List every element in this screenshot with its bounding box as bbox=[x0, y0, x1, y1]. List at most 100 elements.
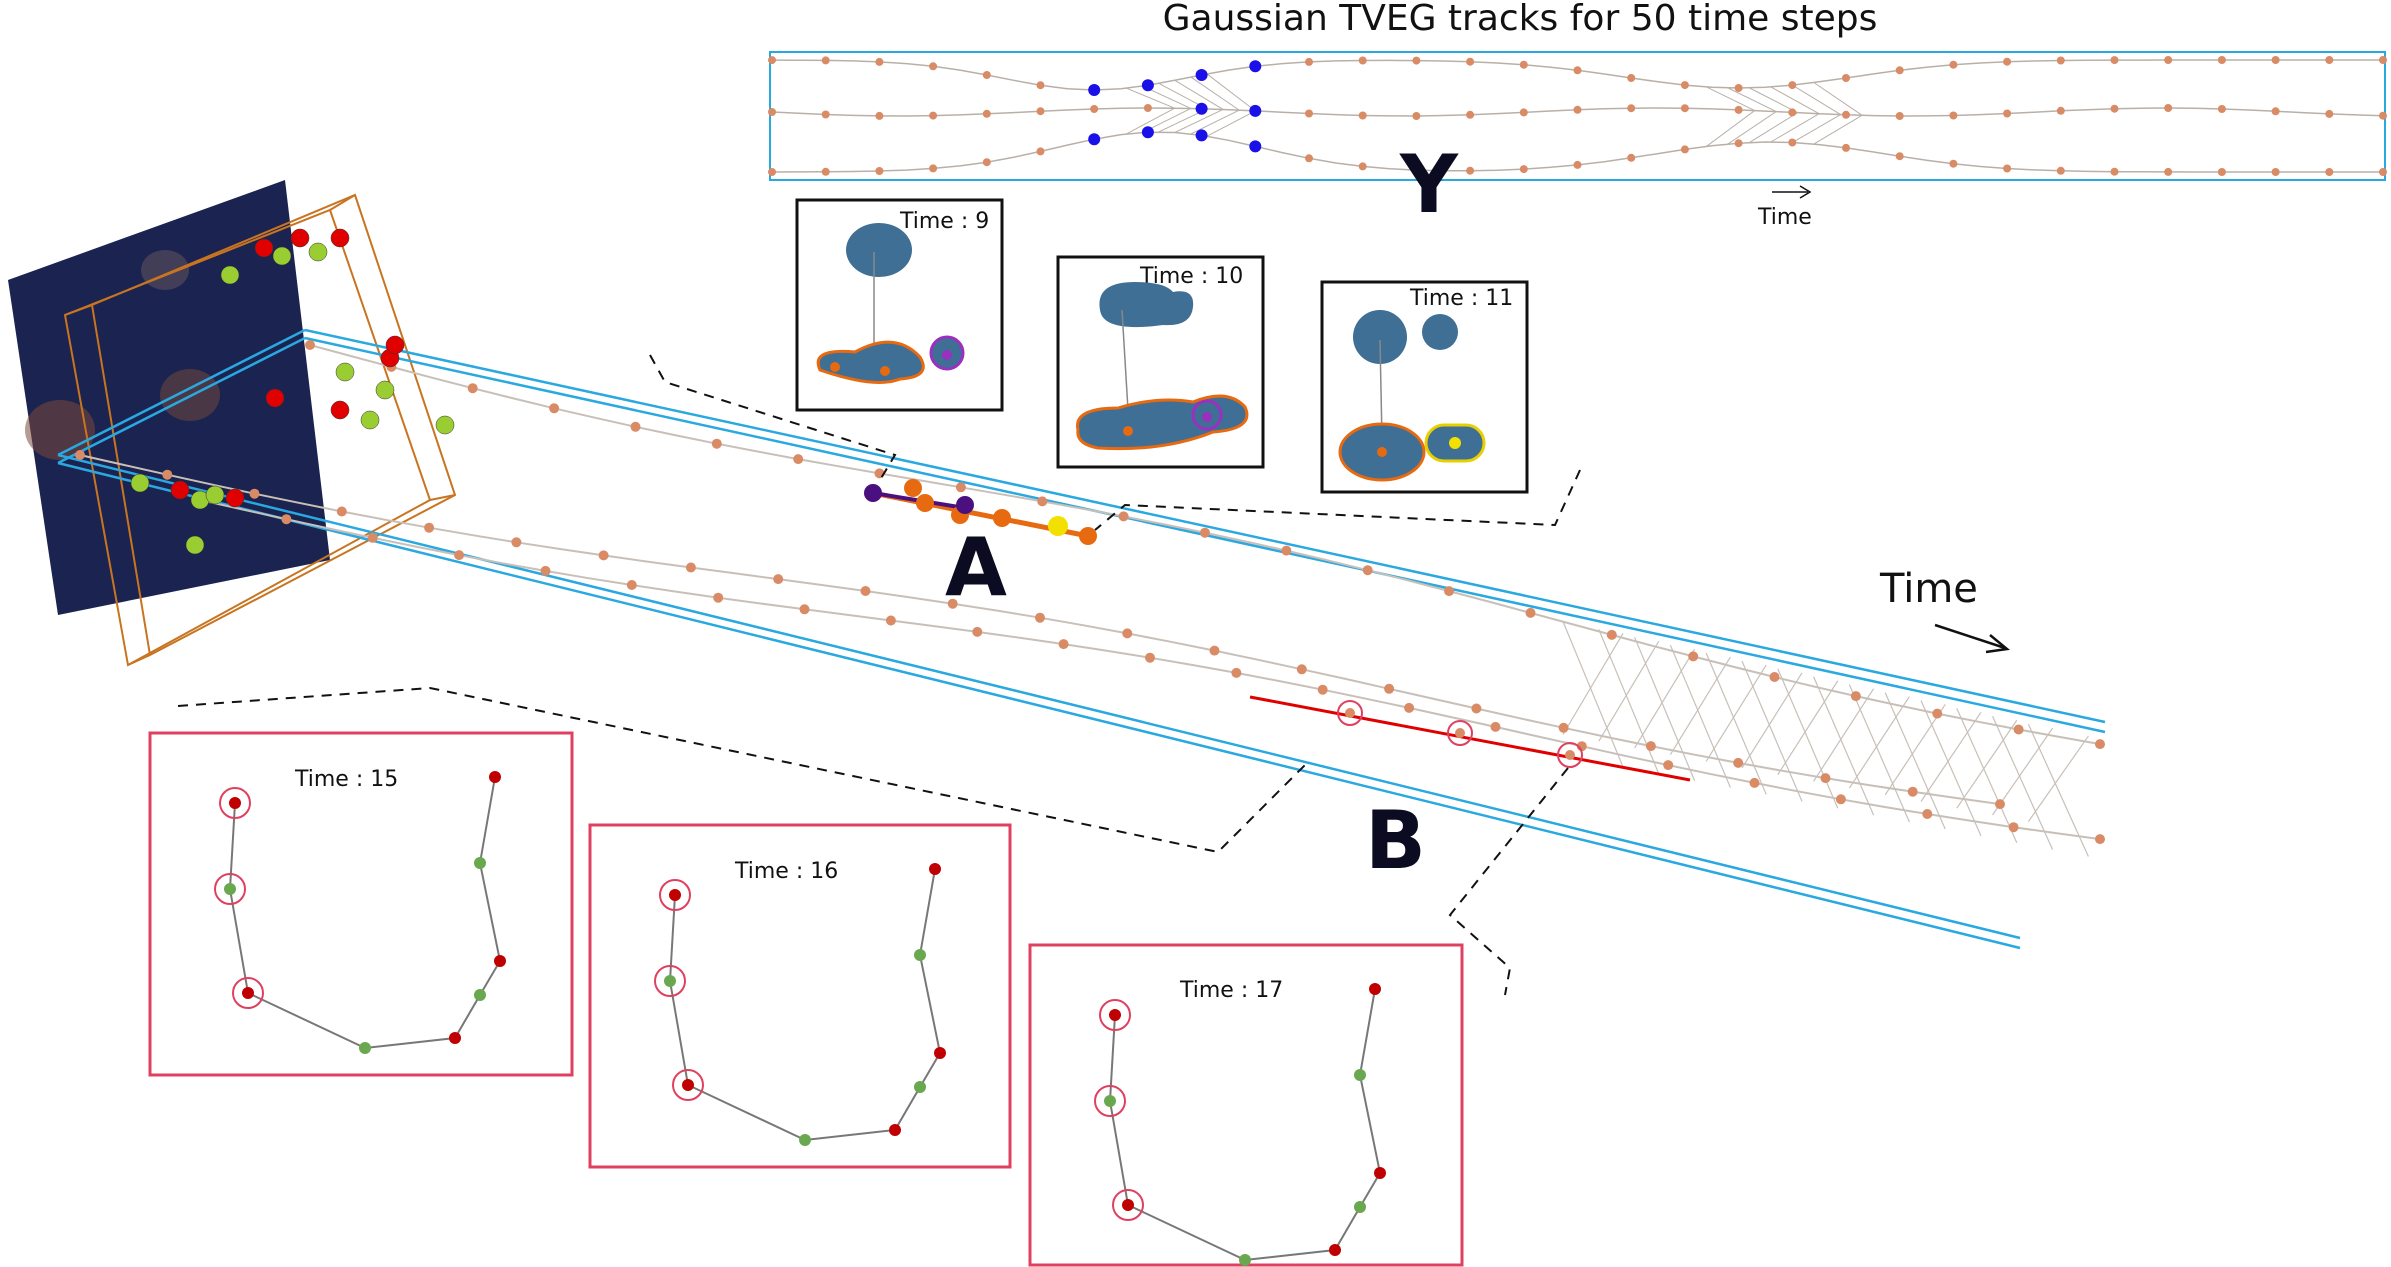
track-node bbox=[1995, 799, 2005, 810]
overview-node bbox=[2110, 56, 2119, 65]
overview-node bbox=[1573, 105, 1582, 114]
overview-node bbox=[2325, 109, 2334, 118]
overview-node bbox=[1412, 166, 1421, 175]
track-node bbox=[799, 604, 810, 615]
overview-node bbox=[1680, 104, 1689, 113]
track-node bbox=[1058, 639, 1069, 650]
red-sphere bbox=[170, 480, 190, 500]
track-node bbox=[1749, 777, 1760, 788]
track-node bbox=[511, 537, 522, 548]
overview-node bbox=[1088, 133, 1101, 146]
highlight-ring bbox=[672, 1069, 704, 1101]
track-cross-edge bbox=[1956, 708, 2018, 843]
track-node bbox=[685, 562, 696, 573]
overview-node bbox=[1412, 56, 1421, 65]
overview-node bbox=[982, 71, 991, 79]
overview-node bbox=[1627, 153, 1636, 162]
overview-node bbox=[929, 164, 938, 173]
overview-node bbox=[2217, 56, 2226, 64]
track-node bbox=[711, 438, 722, 449]
panel-time-17: Time : 17 bbox=[1028, 943, 1464, 1267]
overview-node bbox=[1842, 143, 1850, 152]
panel-time-9: Time : 9 bbox=[795, 198, 1004, 412]
track-node bbox=[1444, 586, 1455, 597]
overview-cross-edge bbox=[1792, 114, 1841, 143]
green-node bbox=[1354, 1069, 1366, 1081]
overview-node bbox=[1949, 60, 1958, 69]
track-node bbox=[1820, 773, 1831, 784]
overview-node bbox=[1141, 126, 1154, 139]
overview-node bbox=[1949, 111, 1958, 120]
track-node bbox=[1296, 664, 1307, 675]
green-node bbox=[359, 1042, 371, 1054]
main-time-label: Time bbox=[1879, 566, 1978, 612]
green-sphere bbox=[360, 410, 380, 430]
overview-node bbox=[1141, 79, 1154, 92]
overview-node bbox=[1627, 104, 1636, 113]
overview-node bbox=[1895, 66, 1904, 75]
overview-node bbox=[1734, 105, 1743, 114]
overview-node bbox=[1519, 165, 1528, 174]
overview-node bbox=[768, 108, 776, 116]
overview-cross-edge bbox=[1792, 84, 1841, 116]
panel-time-label: Time : 11 bbox=[1409, 286, 1513, 311]
overview-node bbox=[2379, 56, 2387, 64]
track-cross-edge bbox=[1813, 688, 1875, 782]
green-sphere bbox=[308, 242, 328, 262]
overview-node bbox=[768, 56, 776, 65]
panel-tree bbox=[654, 863, 946, 1146]
red-node bbox=[1329, 1244, 1341, 1256]
green-node bbox=[224, 883, 236, 895]
overview-node bbox=[982, 158, 991, 167]
track-cross-edge bbox=[1848, 696, 1910, 789]
overview-node bbox=[929, 62, 938, 71]
overview-cross-edge bbox=[1706, 86, 1755, 112]
overview-node bbox=[1195, 129, 1208, 142]
overview-cross-edge bbox=[1190, 76, 1240, 111]
panel-time-11: Time : 11 bbox=[1320, 280, 1529, 494]
track-node bbox=[793, 454, 804, 465]
track-cross-edge bbox=[2027, 723, 2089, 857]
track-node bbox=[1037, 496, 1048, 507]
track-node bbox=[1932, 708, 1943, 719]
overview-node bbox=[1305, 109, 1313, 118]
overview-node bbox=[1680, 145, 1689, 154]
overview-cross-edge bbox=[1770, 113, 1820, 143]
red-sphere bbox=[330, 400, 350, 420]
overview-node bbox=[1412, 112, 1421, 120]
overview-node bbox=[1842, 74, 1850, 82]
panel-time-label: Time : 17 bbox=[1179, 978, 1283, 1003]
overview-node bbox=[2056, 56, 2065, 65]
overview-node bbox=[2217, 168, 2226, 176]
red-sphere bbox=[254, 238, 274, 258]
track-node bbox=[1907, 786, 1918, 797]
track-cross-edge bbox=[1992, 716, 2054, 850]
track-cross-edge bbox=[1562, 633, 1624, 735]
track-node bbox=[249, 488, 260, 499]
highlight-ring bbox=[1094, 1085, 1126, 1117]
overview-node bbox=[1305, 57, 1313, 66]
overview-node bbox=[1466, 57, 1475, 66]
track-cross-edge bbox=[1920, 712, 1982, 802]
panel-time-label: Time : 9 bbox=[899, 209, 989, 234]
highlight-ring bbox=[214, 873, 246, 905]
track-node bbox=[1122, 628, 1133, 639]
panel-time-15: Time : 15 bbox=[148, 731, 574, 1077]
panel-tree bbox=[214, 771, 506, 1054]
track-node bbox=[1404, 702, 1415, 713]
track-node bbox=[2008, 822, 2019, 833]
track-node bbox=[2095, 739, 2105, 750]
red-node bbox=[682, 1079, 694, 1091]
panel-time-10: Time : 10 bbox=[1056, 255, 1265, 469]
track-node bbox=[549, 403, 560, 414]
volume-frame bbox=[63, 193, 457, 667]
red-node bbox=[229, 797, 241, 809]
overview-node bbox=[2164, 167, 2173, 176]
overview-node bbox=[1195, 69, 1208, 81]
panel-tree bbox=[1094, 983, 1386, 1266]
red-node bbox=[929, 863, 941, 875]
overview-cross-edge bbox=[1749, 87, 1798, 114]
volume-rendering bbox=[8, 180, 457, 667]
overview-node bbox=[875, 167, 884, 175]
red-sphere bbox=[265, 388, 285, 408]
